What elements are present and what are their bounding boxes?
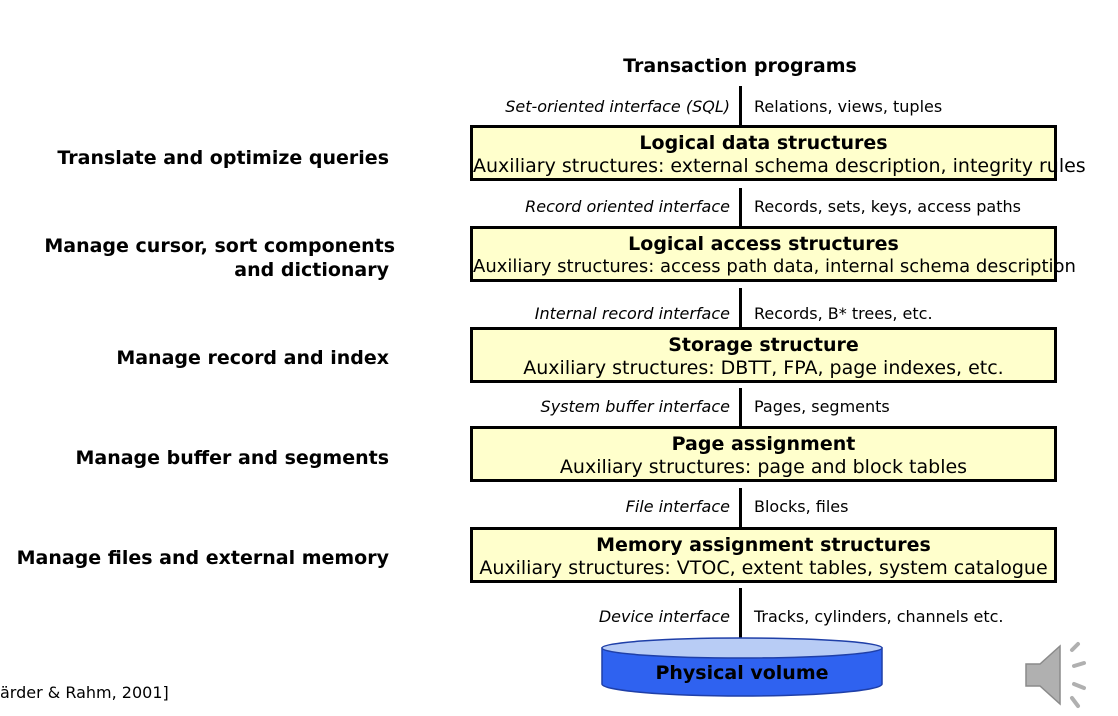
layer-title: Logical access structures bbox=[628, 233, 899, 255]
task-label: Manage cursor, sort components and dicti… bbox=[44, 234, 395, 282]
citation: ärder & Rahm, 2001] bbox=[0, 683, 169, 702]
interface-label: System buffer interface bbox=[540, 397, 730, 416]
interface-label: Device interface bbox=[598, 607, 730, 626]
interface-objects: Relations, views, tuples bbox=[754, 97, 943, 116]
layer-subtitle: Auxiliary structures: DBTT, FPA, page in… bbox=[523, 357, 1004, 379]
layer-subtitle: Auxiliary structures: VTOC, extent table… bbox=[479, 557, 1048, 579]
connector-line bbox=[739, 488, 742, 528]
layer-box: Logical access structures Auxiliary stru… bbox=[470, 226, 1076, 282]
physical-volume-label: Physical volume bbox=[655, 662, 828, 684]
interface-label: Record oriented interface bbox=[525, 197, 730, 216]
interface-label: File interface bbox=[625, 497, 730, 516]
connector-line bbox=[739, 188, 742, 226]
physical-volume-disk: Physical volume bbox=[600, 636, 884, 698]
connector-line bbox=[739, 388, 742, 426]
layer-title: Memory assignment structures bbox=[596, 534, 931, 556]
speaker-icon[interactable] bbox=[1022, 638, 1102, 712]
interface-objects: Blocks, files bbox=[754, 497, 849, 516]
interface-objects: Records, sets, keys, access paths bbox=[754, 197, 1021, 216]
task-label: Manage files and external memory bbox=[16, 547, 389, 569]
disk-cylinder-icon: Physical volume bbox=[601, 637, 883, 697]
layer-subtitle: Auxiliary structures: page and block tab… bbox=[559, 456, 968, 478]
connector-line bbox=[739, 588, 742, 648]
task-line: Manage cursor, sort components bbox=[44, 235, 395, 257]
layer-box: Memory assignment structures Auxiliary s… bbox=[470, 527, 1057, 583]
interface-label: Set-oriented interface (SQL) bbox=[505, 97, 730, 116]
interface-objects: Pages, segments bbox=[754, 397, 890, 416]
connector-line bbox=[739, 86, 742, 126]
layer-box: Page assignment Auxiliary structures: pa… bbox=[470, 426, 1057, 482]
interface-objects: Records, B* trees, etc. bbox=[754, 304, 933, 323]
task-label: Translate and optimize queries bbox=[57, 147, 389, 169]
interface-objects: Tracks, cylinders, channels etc. bbox=[754, 607, 1004, 626]
layer-subtitle: Auxiliary structures: access path data, … bbox=[473, 256, 1076, 277]
task-label: Manage buffer and segments bbox=[75, 447, 389, 469]
task-label: Manage record and index bbox=[116, 347, 389, 369]
connector-line bbox=[739, 288, 742, 328]
top-title: Transaction programs bbox=[623, 55, 857, 77]
task-line: and dictionary bbox=[234, 259, 389, 281]
layer-box: Storage structure Auxiliary structures: … bbox=[470, 327, 1057, 383]
layer-box: Logical data structures Auxiliary struct… bbox=[470, 125, 1086, 181]
layer-subtitle: Auxiliary structures: external schema de… bbox=[473, 155, 1086, 177]
layer-title: Logical data structures bbox=[639, 132, 888, 154]
layer-title: Storage structure bbox=[668, 334, 859, 356]
layer-title: Page assignment bbox=[671, 433, 856, 455]
interface-label: Internal record interface bbox=[534, 304, 730, 323]
